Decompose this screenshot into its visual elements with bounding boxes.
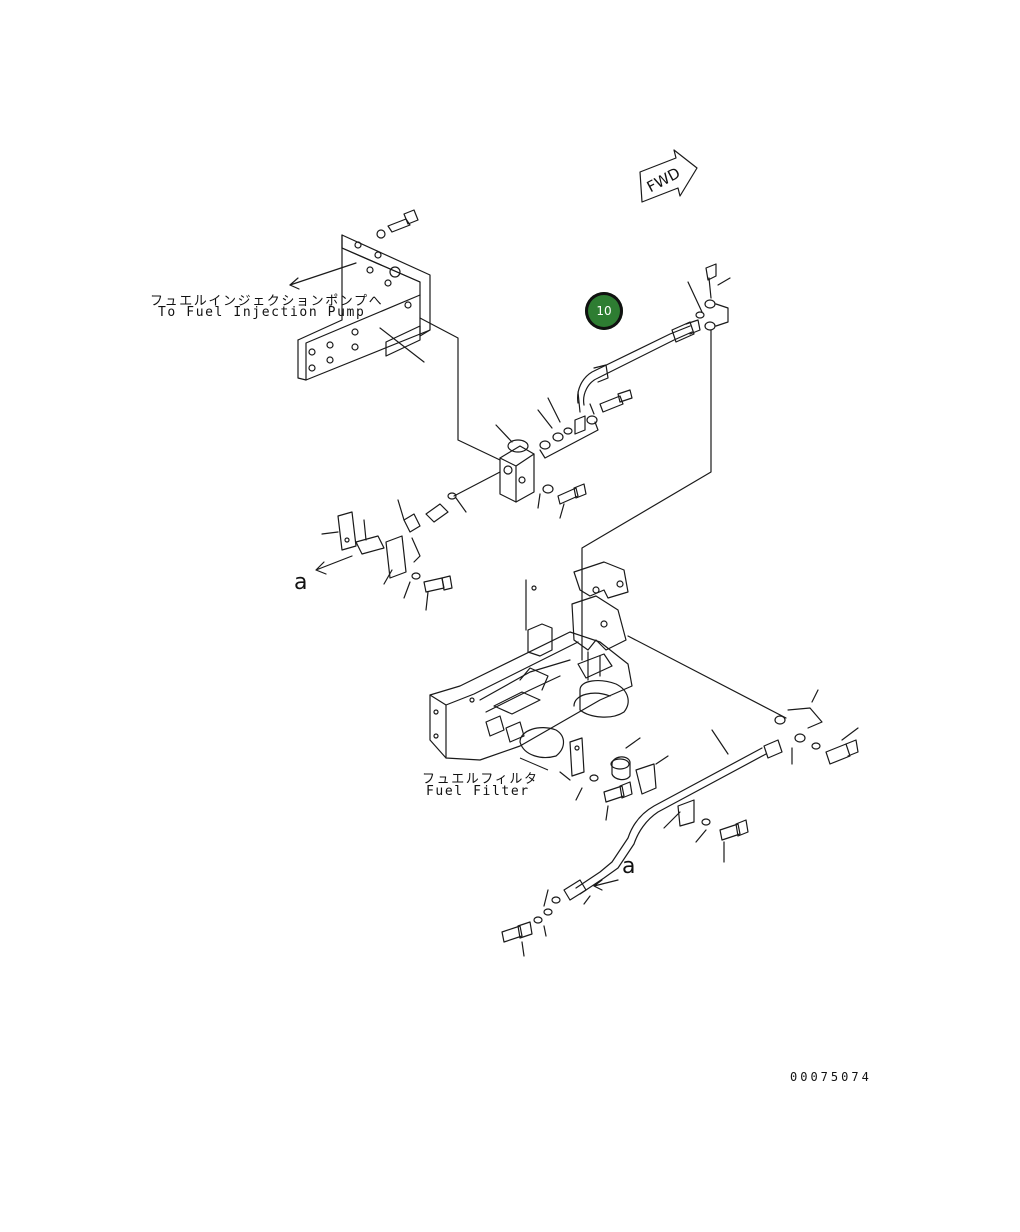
mounting-bracket [297, 234, 431, 381]
callout-marker-10[interactable]: 10 [585, 292, 623, 330]
bolt-icon [376, 209, 419, 239]
bolt-icon [687, 263, 731, 331]
fuel-filter-label-en: Fuel Filter [426, 784, 530, 799]
view-marker-a-right: a [622, 854, 636, 879]
drawing-number: 00075074 [790, 1070, 872, 1084]
bolt-icon [537, 483, 587, 519]
pipe-bracket [763, 689, 859, 765]
clamp-assembly [321, 511, 453, 611]
fuel-filter-head [429, 561, 633, 761]
pipe-clamps [559, 737, 749, 863]
fuel-pipe [563, 729, 767, 901]
injection-pump-label-jp: フュエルインジェクションポンプへ [150, 294, 384, 309]
connector-fittings [397, 471, 501, 563]
valve-fittings [537, 389, 633, 459]
fwd-arrow-icon [639, 149, 698, 203]
view-marker-a-left: a [294, 570, 308, 595]
injection-pump-label-en: To Fuel Injection Pump [158, 305, 366, 320]
bolt-icon [501, 889, 591, 957]
fuel-filter-label-jp: フュエルフィルタ [422, 772, 539, 787]
fuel-hose [577, 319, 701, 406]
fuel-valve [495, 424, 535, 503]
